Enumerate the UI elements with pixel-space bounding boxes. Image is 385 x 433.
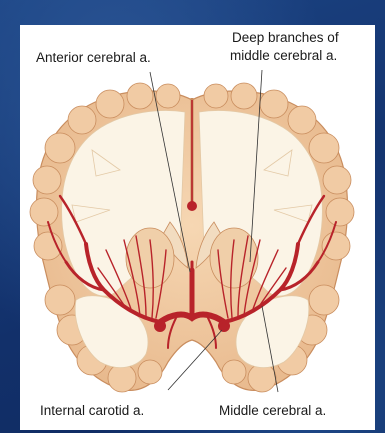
label-middle-cerebral: Middle cerebral a. (219, 403, 326, 419)
label-deep-branches-line1: Deep branches of (232, 30, 339, 46)
label-anterior-cerebral: Anterior cerebral a. (36, 50, 151, 66)
label-internal-carotid: Internal carotid a. (40, 403, 144, 419)
label-deep-branches-line2: middle cerebral a. (230, 48, 337, 64)
